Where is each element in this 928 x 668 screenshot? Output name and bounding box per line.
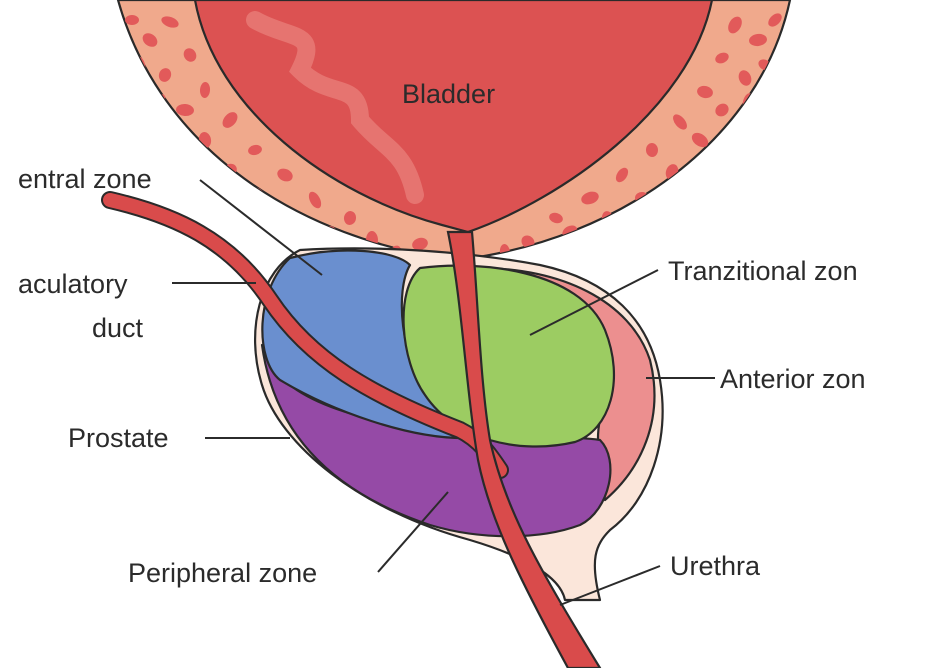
wall-dot	[125, 15, 139, 25]
wall-dot	[664, 186, 685, 204]
label-ejaculatory-duct-1: aculatory	[18, 269, 128, 299]
label-transitional-zone: Tranzitional zon	[668, 256, 858, 286]
label-peripheral-zone: Peripheral zone	[128, 558, 317, 588]
label-central-zone: entral zone	[18, 164, 152, 194]
wall-dot	[290, 232, 310, 248]
label-ejaculatory-duct-2: duct	[92, 313, 144, 343]
wall-dot	[254, 213, 265, 228]
wall-dot	[169, 127, 186, 144]
label-urethra: Urethra	[670, 551, 761, 581]
wall-dot	[593, 232, 608, 249]
wall-dot	[631, 213, 650, 231]
label-prostate: Prostate	[68, 423, 169, 453]
wall-dot	[545, 246, 564, 258]
wall-dot	[192, 155, 209, 176]
label-anterior-zone: Anterior zon	[720, 364, 866, 394]
wall-dot	[219, 189, 236, 202]
label-bladder: Bladder	[402, 79, 495, 109]
wall-dot	[695, 157, 709, 173]
